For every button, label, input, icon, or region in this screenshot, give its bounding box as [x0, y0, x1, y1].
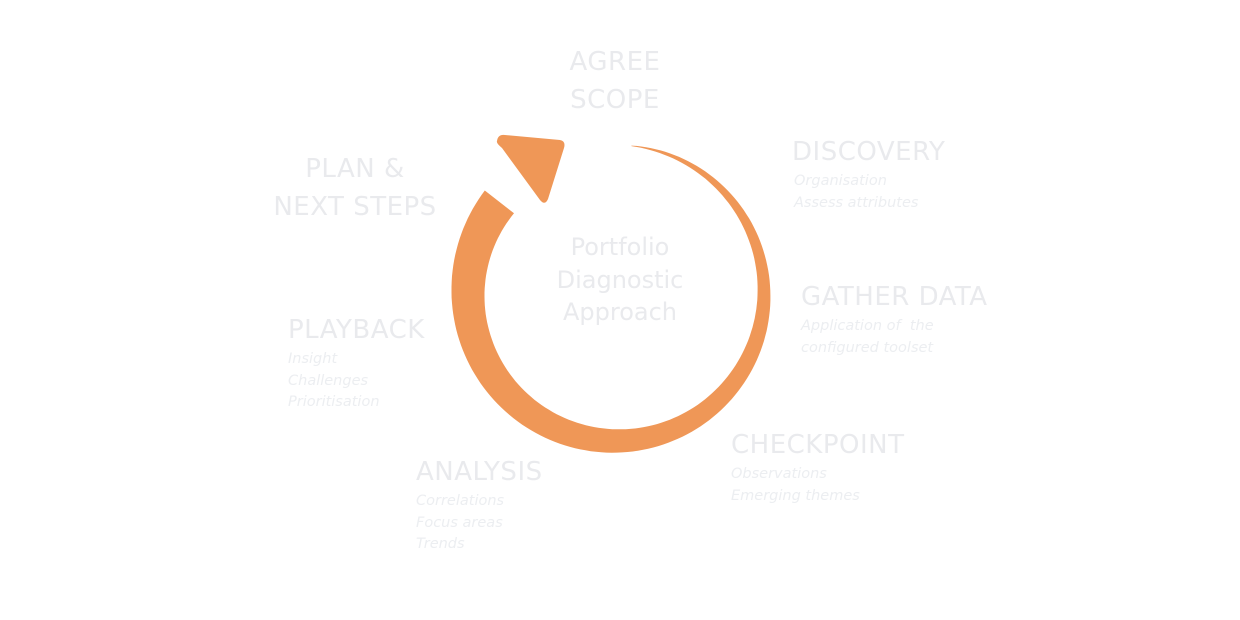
- stage-agree-scope: AGREE SCOPE: [540, 43, 690, 119]
- center-title-line: Approach: [562, 298, 678, 326]
- stage-title: ANALYSIS: [416, 457, 543, 487]
- stage-title: SCOPE: [570, 85, 660, 115]
- stage-detail: Trends: [416, 536, 465, 552]
- stage-plan-next-steps: PLAN & NEXT STEPS: [262, 150, 448, 226]
- stage-title: PLAN &: [305, 154, 405, 184]
- stage-detail: Focus areas: [416, 514, 503, 531]
- stage-checkpoint: CHECKPOINT Observations Emerging themes: [731, 426, 904, 507]
- stage-detail: Observations: [731, 466, 827, 482]
- center-title-line: Portfolio: [570, 233, 670, 261]
- stage-detail: configured toolset: [801, 339, 934, 356]
- stage-title: GATHER DATA: [801, 282, 988, 312]
- stage-title: DISCOVERY: [792, 137, 946, 167]
- cycle-arrow-head-icon: [496, 134, 565, 203]
- stage-playback: PLAYBACK Insight Challenges Prioritisati…: [288, 311, 425, 414]
- stage-detail: Prioritisation: [288, 394, 380, 410]
- stage-title: NEXT STEPS: [273, 192, 437, 222]
- stage-title: AGREE: [569, 47, 661, 77]
- stage-detail: Challenges: [288, 372, 369, 389]
- center-title-line: Diagnostic: [556, 265, 684, 294]
- stage-analysis: ANALYSIS Correlations Focus areas Trends: [416, 453, 543, 556]
- stage-discovery: DISCOVERY Organisation Assess attributes: [792, 133, 945, 214]
- center-title: Portfolio Diagnostic Approach: [520, 231, 720, 329]
- stage-gather-data: GATHER DATA Application of the configure…: [801, 278, 988, 359]
- stage-detail: Assess attributes: [794, 194, 919, 211]
- stage-title: PLAYBACK: [288, 315, 425, 345]
- stage-detail: Insight: [288, 351, 338, 367]
- stage-detail: Correlations: [416, 493, 505, 509]
- stage-detail: Emerging themes: [731, 487, 860, 504]
- stage-title: CHECKPOINT: [731, 430, 905, 460]
- stage-detail: Organisation: [794, 173, 887, 189]
- stage-detail: Application of the: [801, 318, 934, 334]
